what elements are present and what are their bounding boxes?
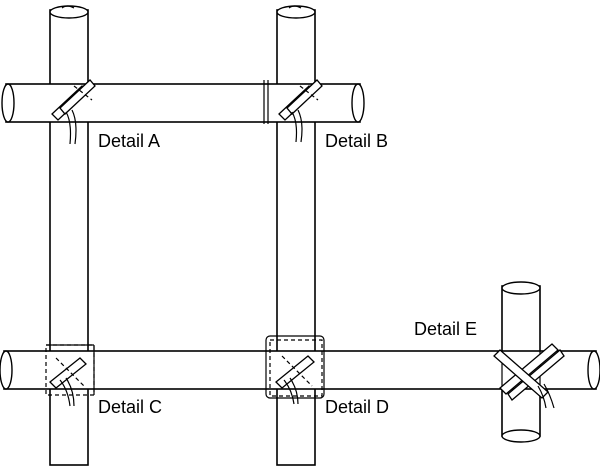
label-detail-e: Detail E: [414, 319, 478, 339]
tie-detail-a: [51, 79, 96, 145]
tie-detail-d: [265, 335, 325, 405]
label-detail-a: Detail A: [98, 131, 161, 151]
label-detail-b: Detail B: [325, 131, 389, 151]
tie-detail-b: [278, 79, 323, 143]
label-detail-c: Detail C: [98, 397, 163, 417]
tie-detail-c: [45, 344, 95, 407]
vertical-pipe-left: [49, 5, 89, 466]
label-detail-d: Detail D: [325, 397, 390, 417]
tie-detail-e: [493, 343, 565, 409]
